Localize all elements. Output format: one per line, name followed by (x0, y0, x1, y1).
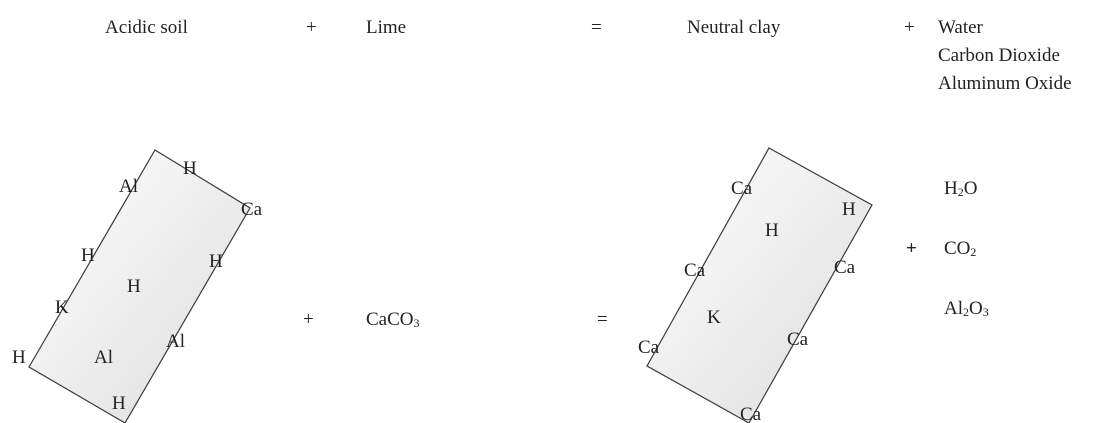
ion-label: H (765, 220, 779, 241)
ion-label: Al (94, 347, 113, 368)
ion-label: Ca (787, 329, 809, 350)
ion-label: Ca (638, 337, 660, 358)
ion-label: Ca (740, 404, 762, 423)
ion-label: H (12, 347, 26, 368)
formula-carbon-dioxide: CO2 (944, 238, 977, 259)
neutral-clay-label: Neutral clay (687, 17, 781, 38)
acidic-clay-particle (28, 149, 251, 423)
ion-label: H (127, 276, 141, 297)
plus-sign: + (306, 17, 317, 38)
ion-label: Ca (241, 199, 263, 220)
ion-label: K (55, 297, 69, 318)
lime-label: Lime (366, 17, 407, 38)
ion-label: Ca (731, 178, 753, 199)
ion-label: K (707, 307, 721, 328)
neutral-clay-particle (646, 147, 873, 423)
ion-label: Al (119, 176, 138, 197)
product-water-label: Water (938, 17, 983, 38)
ion-label: H (209, 251, 223, 272)
formula-aluminum-oxide: Al2O3 (944, 298, 989, 319)
product-aluminum-oxide-label: Aluminum Oxide (938, 73, 1072, 94)
equals-sign: = (597, 309, 608, 330)
lime-formula: CaCO3 (366, 309, 420, 330)
ion-label: H (112, 393, 126, 414)
ion-label: Al (166, 331, 185, 352)
formula-water: H2O (944, 178, 978, 199)
equals-sign: = (591, 17, 602, 38)
plus-sign: + (906, 238, 917, 259)
ion-label: H (183, 158, 197, 179)
plus-sign: + (303, 309, 314, 330)
product-carbon-dioxide-label: Carbon Dioxide (938, 45, 1060, 66)
plus-sign: + (904, 17, 915, 38)
ion-label: H (81, 245, 95, 266)
ion-label: Ca (684, 260, 706, 281)
ion-label: H (842, 199, 856, 220)
ion-label: Ca (834, 257, 856, 278)
acidic-soil-label: Acidic soil (105, 17, 188, 38)
